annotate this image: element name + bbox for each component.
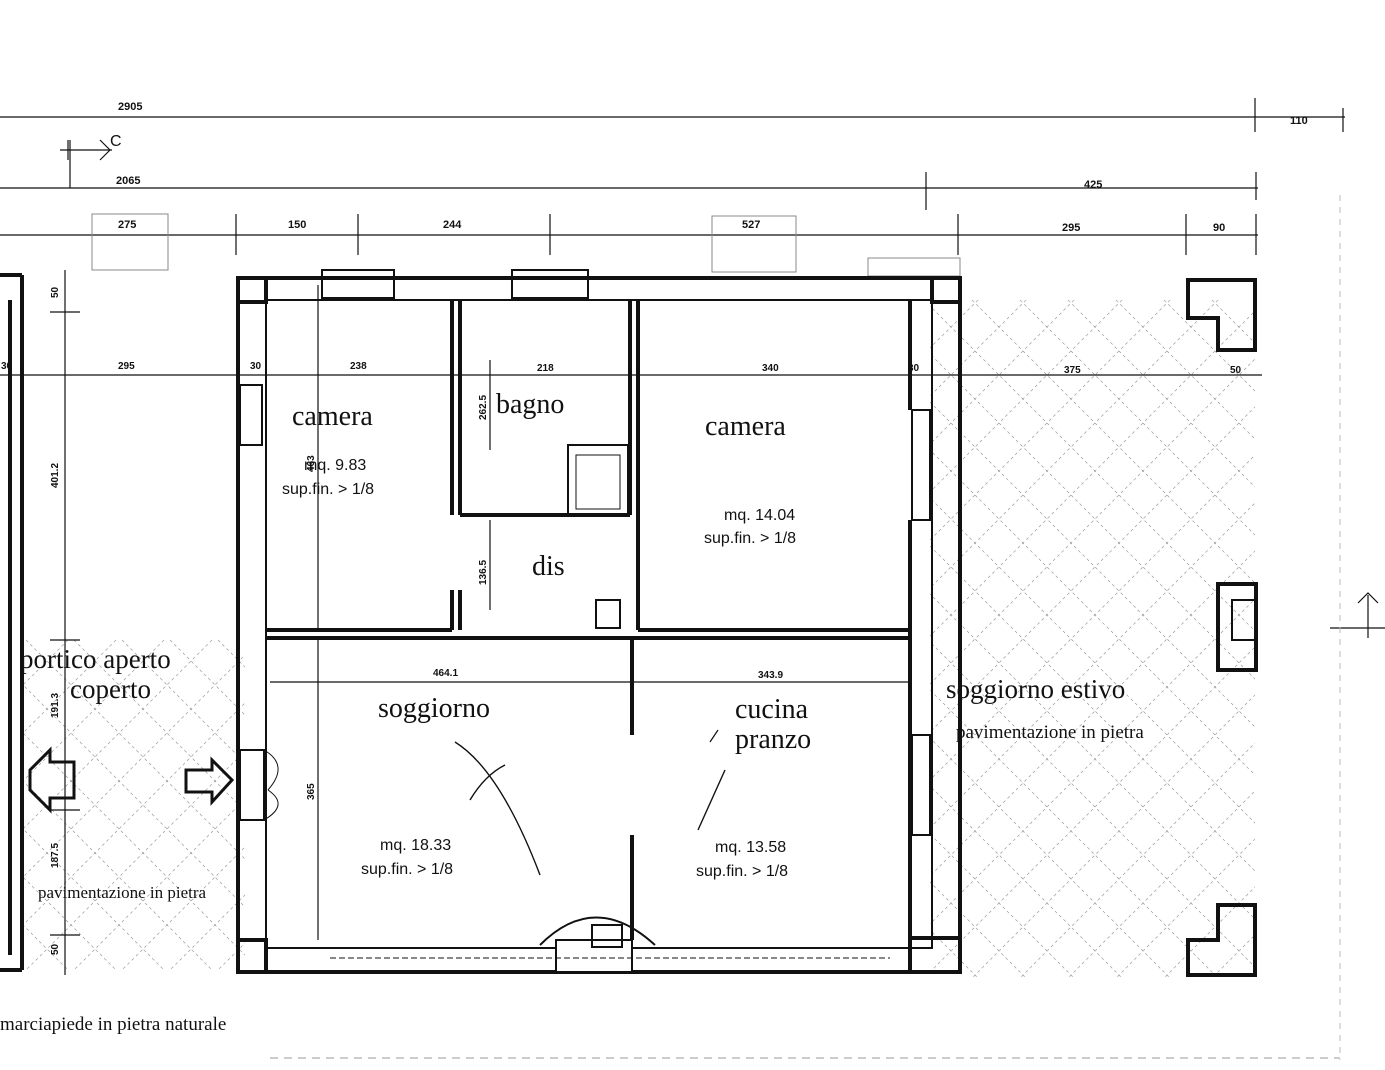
dim-third-3: 244	[443, 219, 462, 231]
estivo-floor: pavimentazione in pietra	[956, 722, 1144, 743]
dim-overall: 2905	[118, 101, 142, 113]
dim-third-2: 150	[288, 219, 306, 231]
hatch-line	[1163, 300, 1255, 392]
hatch-line	[1115, 838, 1255, 978]
hatch-line	[1067, 300, 1255, 488]
hatch-line	[121, 846, 245, 970]
cucina-ratio: sup.fin. > 1/8	[696, 863, 788, 880]
dim-cucina-width: 343.9	[758, 670, 783, 681]
hatch-line	[971, 694, 1255, 978]
camera2-area: mq. 14.04	[724, 507, 795, 524]
soggiorno-ratio: sup.fin. > 1/8	[361, 861, 453, 878]
portico-floor: pavimentazione in pietra	[38, 883, 206, 902]
cucina-area: mq. 13.58	[715, 839, 786, 856]
hatch-line	[930, 550, 1255, 877]
camera2-ratio: sup.fin. > 1/8	[704, 530, 796, 547]
hatch-line	[930, 737, 1171, 978]
estivo-pillars	[1186, 278, 1258, 977]
dim-overall-right: 110	[1290, 115, 1308, 127]
dim-second-left: 2065	[116, 175, 140, 187]
dim-third-6: 90	[1213, 222, 1225, 234]
bagno-name: bagno	[496, 389, 564, 420]
dim-row-1: 30	[1, 361, 13, 372]
hatch-line	[930, 593, 1255, 920]
window-symbols	[91, 213, 961, 277]
cucina-name-2: pranzo	[735, 724, 811, 755]
camera2-name: camera	[705, 411, 786, 442]
dim-soggiorno-width: 464.1	[433, 668, 458, 679]
dim-row-9: 50	[1230, 365, 1242, 376]
dim-row-7: 30	[908, 363, 920, 374]
portico-label-1: portico aperto	[20, 644, 171, 674]
hand-sketches	[454, 729, 726, 876]
camera1-name: camera	[292, 401, 373, 432]
left-structure	[0, 273, 235, 972]
hatch-line	[930, 689, 1219, 978]
dim-soggiorno-depth: 365	[306, 783, 317, 800]
dimension-lines: 2905 110 2065 425 275 150 244 527 295 90…	[0, 98, 1345, 975]
dim-left-1: 50	[50, 286, 61, 298]
section-label: C	[110, 133, 122, 150]
hatch-line	[217, 942, 245, 970]
outdoor-labels: portico aperto coperto pavimentazione in…	[0, 644, 1144, 1035]
dim-row-5: 218	[537, 363, 554, 374]
room-labels: camera mq. 9.83 sup.fin. > 1/8 bagno cam…	[282, 389, 811, 880]
dim-left-5: 50	[50, 943, 61, 955]
walls	[236, 269, 962, 974]
cucina-name-1: cucina	[735, 694, 809, 725]
soggiorno-area: mq. 18.33	[380, 837, 451, 854]
portico-label-2: coperto	[70, 674, 151, 704]
sidewalk-label: marciapiede in pietra naturale	[0, 1014, 226, 1035]
dim-left-3: 191.3	[50, 693, 61, 718]
section-marker: C	[60, 133, 1385, 638]
soggiorno-name: soggiorno	[378, 693, 490, 724]
dim-third-5: 295	[1062, 222, 1080, 234]
hatch-line	[930, 646, 1255, 973]
dim-third-4: 527	[742, 219, 760, 231]
dim-left-2: 401.2	[50, 463, 61, 488]
camera1-ratio: sup.fin. > 1/8	[282, 481, 374, 498]
dim-row-6: 340	[762, 363, 779, 374]
hatch-line	[1019, 742, 1255, 978]
hatch-line	[930, 353, 1255, 680]
dim-third-1: 275	[118, 219, 136, 231]
dim-dis-height: 136.5	[478, 560, 489, 585]
dim-row-3: 30	[250, 361, 262, 372]
dim-second-right: 425	[1084, 179, 1102, 191]
dim-row-2: 295	[118, 361, 135, 372]
hatch-line	[930, 641, 1255, 968]
estivo-hatch	[930, 300, 1255, 978]
hatch-line	[930, 598, 1255, 925]
estivo-label: soggiorno estivo	[946, 674, 1125, 704]
dim-row-8: 375	[1064, 365, 1081, 376]
hatch-line	[1163, 886, 1255, 978]
hatch-line	[930, 545, 1255, 872]
hatch-line	[930, 785, 1123, 978]
camera1-area: mq. 9.83	[304, 457, 366, 474]
hatch-line	[971, 300, 1255, 584]
dim-bagno-height: 262.5	[478, 395, 489, 420]
hatch-line	[930, 305, 1255, 632]
dim-camera1-depth: 463	[306, 455, 317, 472]
hatch-line	[1067, 790, 1255, 978]
hatch-line	[217, 640, 245, 668]
hatch-line	[1019, 300, 1255, 536]
dis-name: dis	[532, 551, 565, 582]
hatch-line	[169, 894, 245, 970]
dim-left-4: 187.5	[50, 843, 61, 868]
dim-row-4: 238	[350, 361, 367, 372]
